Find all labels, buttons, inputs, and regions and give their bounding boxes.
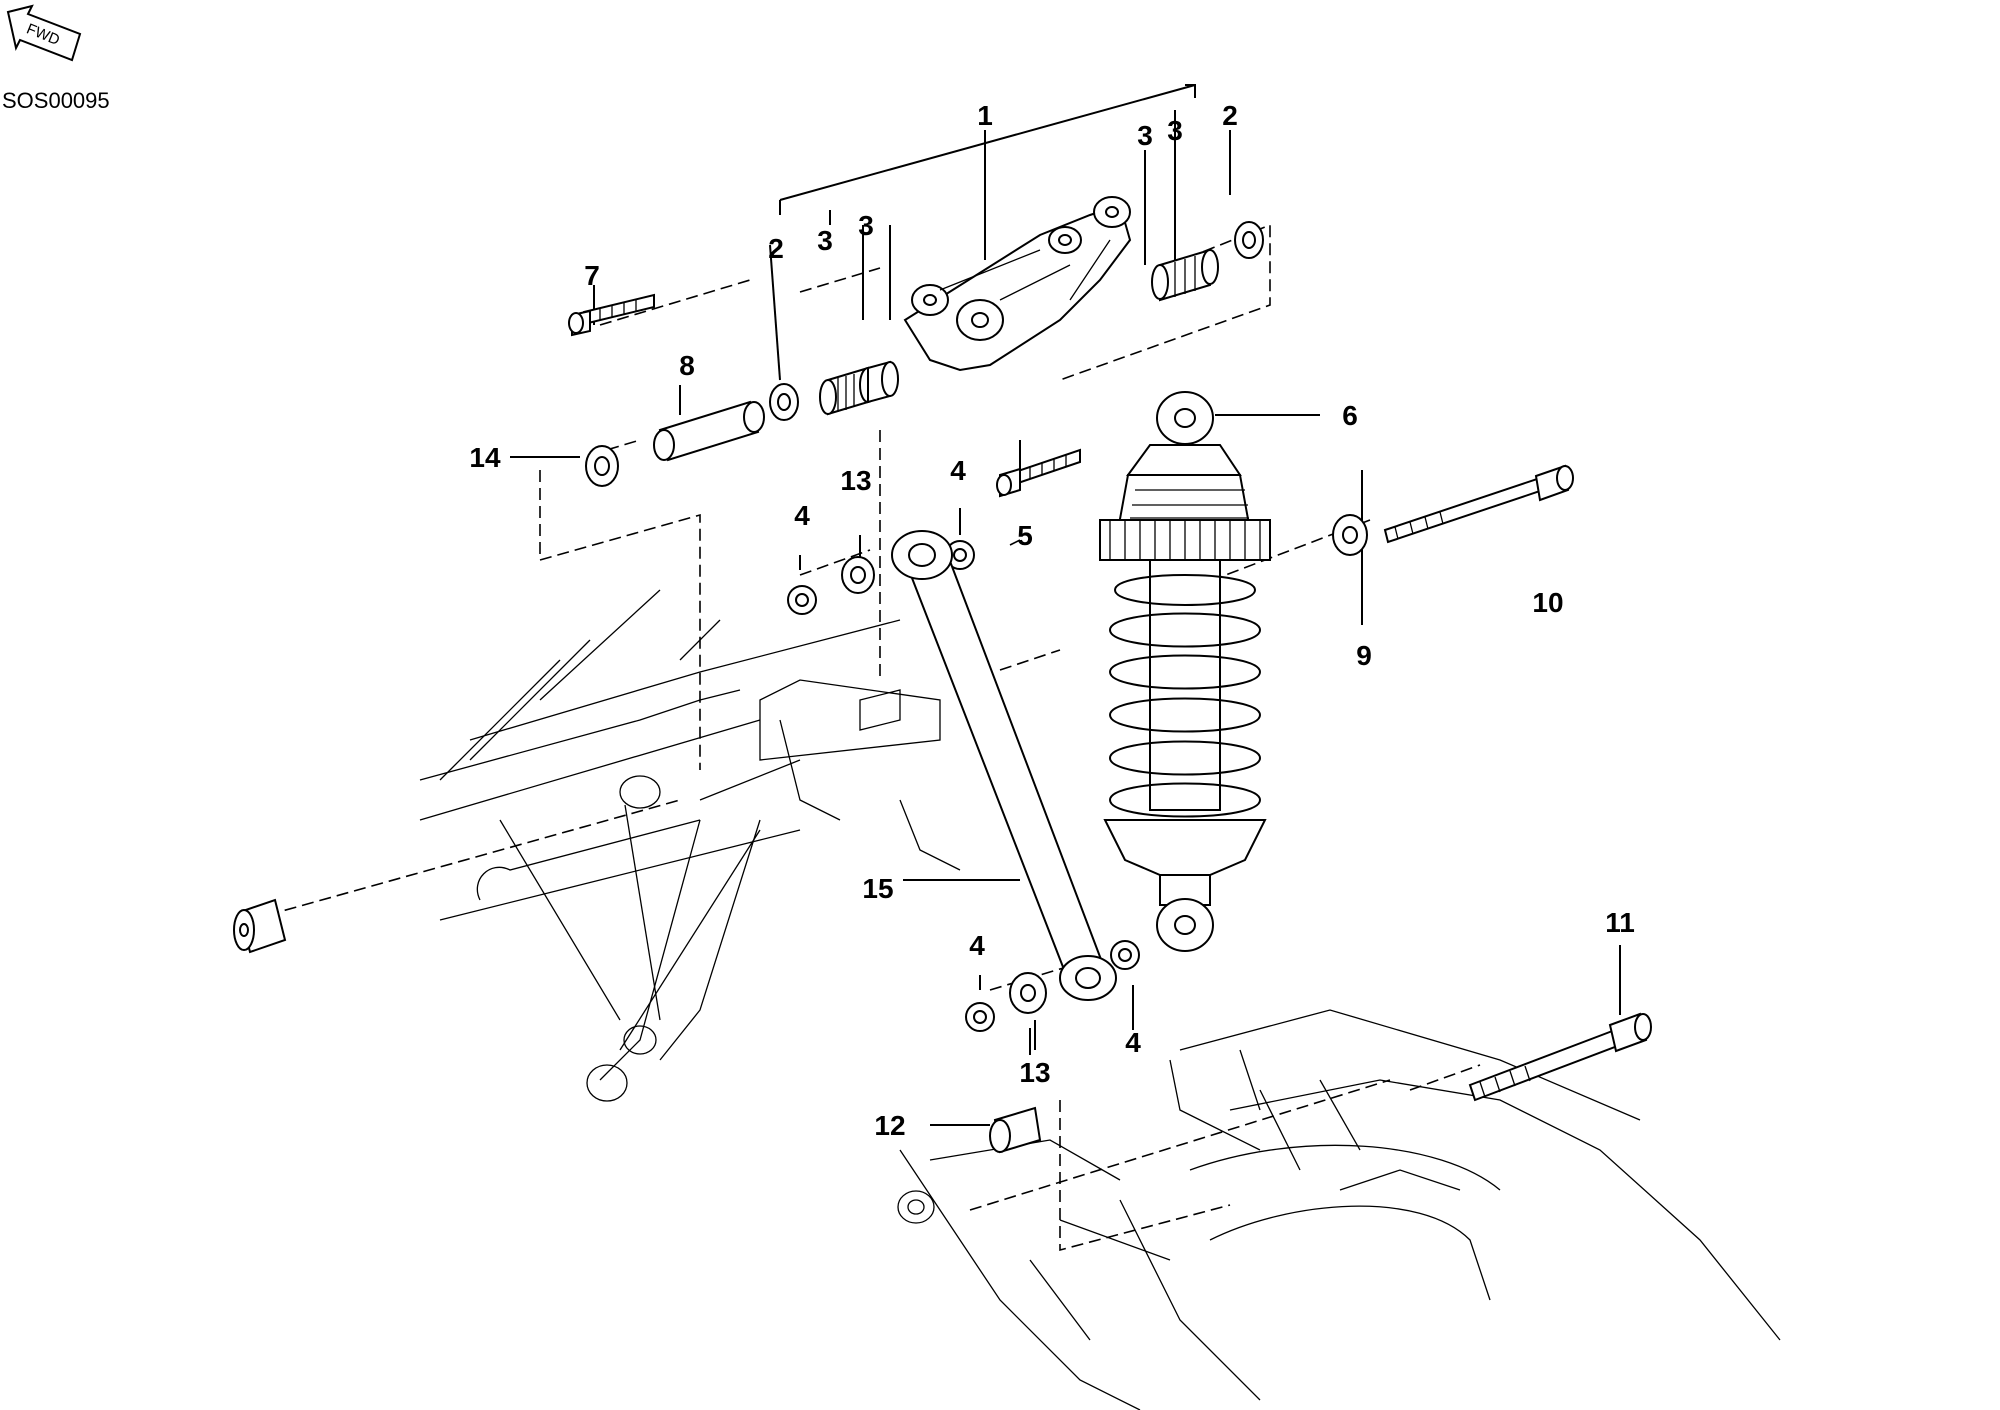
bolt-10 [1383,464,1574,544]
spacer-8 [653,400,765,462]
callout-9: 9 [1356,640,1372,671]
callout-2-right: 2 [1222,100,1238,131]
callout-2-left: 2 [768,233,784,264]
callout-13-upper: 13 [840,465,871,496]
callout-3-right-a: 3 [1137,120,1153,151]
nut-4-upper-left [787,585,817,615]
callout-4-lower-left: 4 [969,930,985,961]
bearing-3-right [1151,248,1219,302]
callout-12: 12 [874,1110,905,1141]
drawing-code: SOS00095 [2,88,110,113]
callout-4-lower-right: 4 [1125,1027,1141,1058]
washer-14 [585,445,619,487]
callout-labels: 1 2 3 3 2 3 3 7 8 14 6 4 13 4 5 10 9 15 … [469,100,1634,1141]
washer-9 [1332,514,1368,556]
bushing-12 [989,1106,1042,1154]
bolt-7 [568,293,655,337]
washer-2-left [769,383,799,421]
bolt-11 [1468,1012,1652,1102]
callout-14: 14 [469,442,501,473]
bushing-13-lower [1009,972,1047,1014]
callout-11: 11 [1605,907,1635,938]
leader-lines [510,84,1621,1126]
callout-15: 15 [862,873,893,904]
rocker-arm [903,196,1132,372]
link-rod-15 [891,530,1117,1001]
bearing-3-left-b [867,360,899,404]
callout-3-right-b: 3 [1167,115,1183,146]
callout-5: 5 [1017,520,1033,551]
nut-4-lower-right [1110,940,1140,970]
bolt-5 [996,448,1081,498]
swingarm-outline [897,1009,1781,1410]
frame-bushing [233,898,287,954]
callout-4-upper-left: 4 [794,500,810,531]
callout-8: 8 [679,350,695,381]
washer-2-right [1234,221,1264,259]
callout-1: 1 [977,100,993,131]
callout-4-upper-right: 4 [950,455,966,486]
fwd-arrow-icon: FWD [6,4,82,62]
callout-13-lower: 13 [1019,1057,1050,1088]
callout-6: 6 [1342,400,1358,431]
nut-4-lower-left [965,1002,995,1032]
callout-10: 10 [1532,587,1563,618]
callout-3-left-b: 3 [858,210,874,241]
frame-outline [419,589,961,1102]
callout-7: 7 [584,260,600,291]
shock-absorber [1099,391,1271,952]
callout-3-left-a: 3 [817,225,833,256]
bushing-13-upper [841,556,875,594]
